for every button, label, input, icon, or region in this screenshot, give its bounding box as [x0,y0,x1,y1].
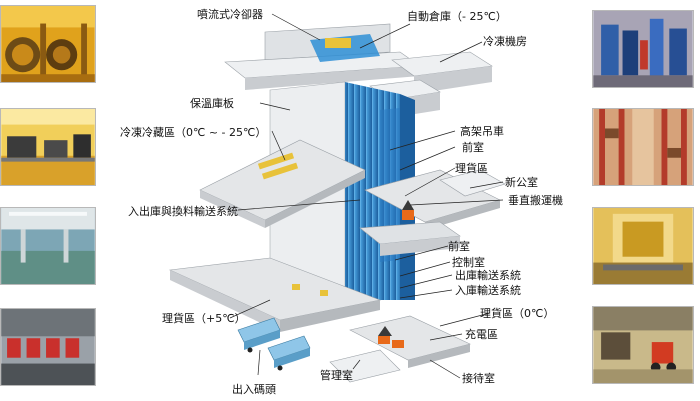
label-spray-cooler: 噴流式冷卻器 [197,8,263,21]
label-refrigeration-room: 冷凍機房 [483,35,527,48]
truck-1 [237,317,281,353]
label-charging-area: 充電區 [465,328,498,341]
label-in-out-conveyor: 入出庫與換料輸送系統 [128,205,238,218]
cold-storage-racks-photo [0,5,96,83]
label-auto-warehouse: 自動倉庫（- 25℃） [407,10,507,23]
label-inbound-conveyor: 入庫輸送系統 [455,284,521,297]
label-control-room: 控制室 [452,256,485,269]
loading-dock-photo [0,308,96,386]
label-vertical-lift: 垂直搬運機 [508,194,563,207]
label-sorting-area-plus5: 理貨區（+5℃） [162,312,246,325]
label-dock: 出入碼頭 [232,383,276,396]
label-management-room: 管理室 [320,369,353,382]
label-sorting-area-upper: 理貨區 [455,162,488,175]
label-new-office: 新公室 [505,176,538,189]
high-bay-racks-photo [592,108,694,186]
leader-lines [229,13,504,379]
truck-2 [267,335,311,371]
label-insulated-panel: 保溫庫板 [190,97,234,110]
vertical-lift-photo [592,207,694,285]
machine-room-photo [592,10,694,88]
label-reception-room: 接待室 [462,372,495,385]
upper-floor [199,139,366,228]
middle-platform [359,221,461,256]
forklift-area-photo [592,306,694,384]
lower-floor [168,257,382,332]
lower-sorting-block [329,315,471,383]
roof-block [224,23,421,90]
label-outbound-conveyor: 出庫輸送系統 [455,269,521,282]
label-stacker-crane: 高架吊車 [460,125,504,138]
label-front-room-upper: 前室 [462,141,484,154]
parking-deck-photo [0,207,96,285]
label-sorting-area-0: 理貨區（0℃） [480,307,555,320]
upper-sorting-block [364,169,506,230]
label-freezer-zone: 冷凍冷藏區（0℃ ~ - 25℃） [120,126,267,139]
label-front-room-lower: 前室 [448,240,470,253]
pallet-conveyor-photo [0,108,96,186]
